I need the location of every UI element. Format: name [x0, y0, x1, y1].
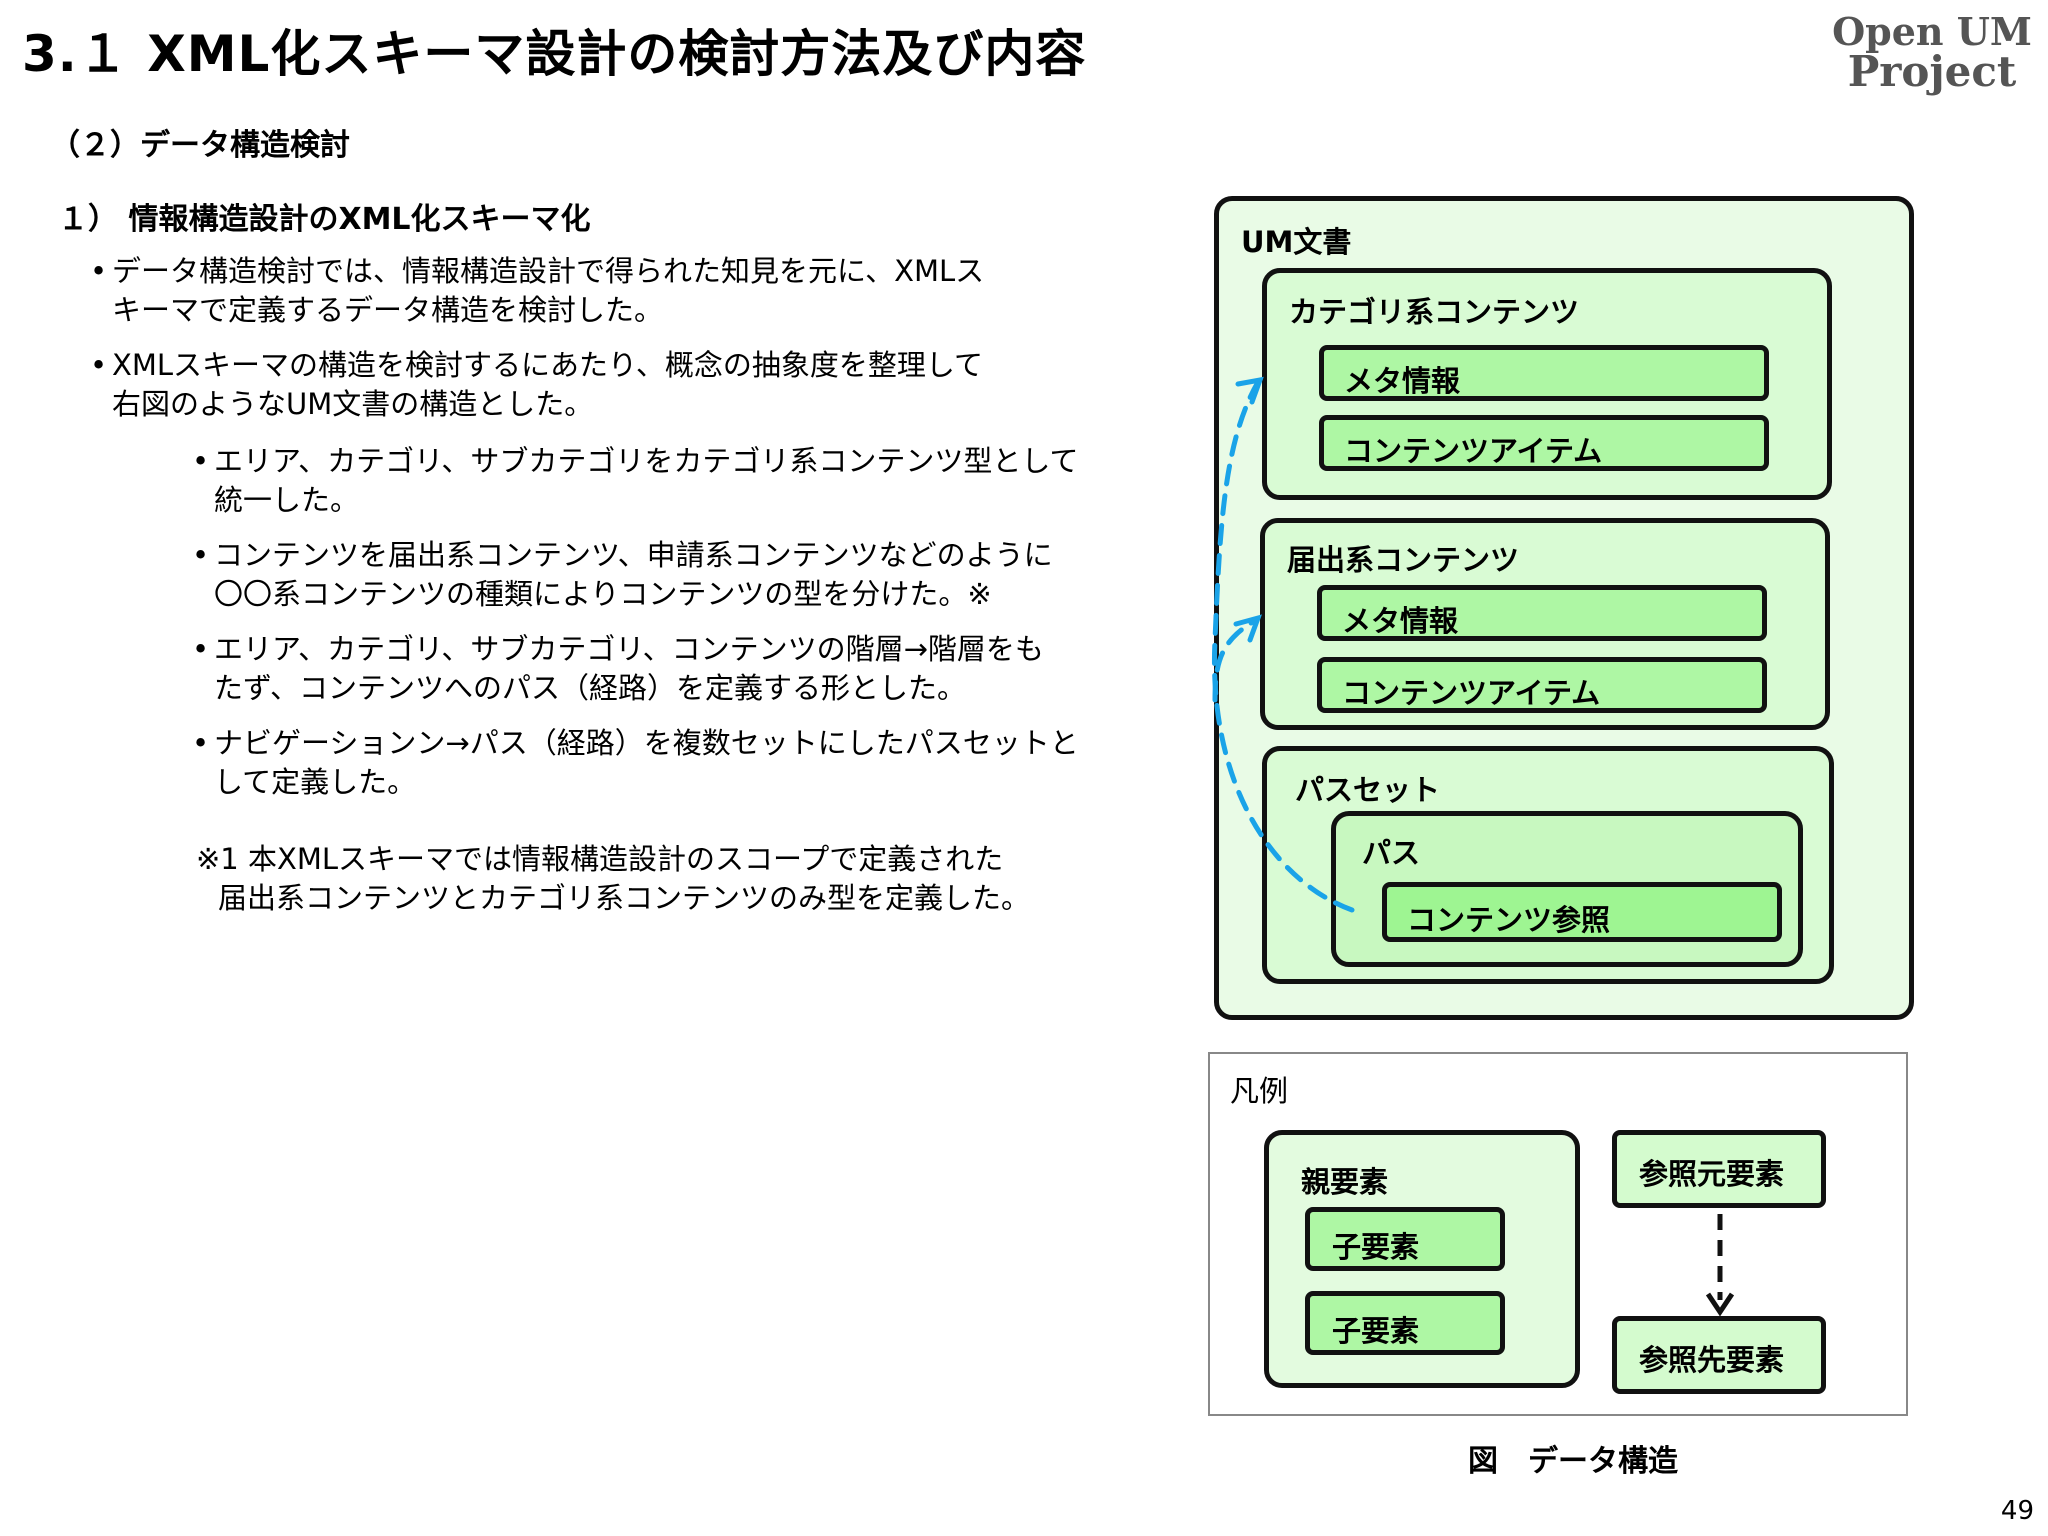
bullet-dot-icon: • — [192, 632, 210, 666]
path-box: パス コンテンツ参照 — [1331, 811, 1803, 967]
sub-bullet-item: • エリア、カテゴリ、サブカテゴリをカテゴリ系コンテンツ型として 統一した。 — [192, 444, 1079, 517]
open-um-project-logo: Open UM Project — [1832, 9, 2032, 96]
footnote: ※1 本XMLスキーマでは情報構造設計のスコープで定義された 届出系コンテンツと… — [196, 842, 1031, 915]
notification-contents-label: 届出系コンテンツ — [1287, 543, 1520, 577]
logo-line1: Open UM — [1832, 9, 2032, 54]
category-contents-label: カテゴリ系コンテンツ — [1289, 295, 1580, 329]
meta-info-label: メタ情報 — [1342, 604, 1459, 638]
subsection-heading: １） 情報構造設計のXML化スキーマ化 — [58, 202, 591, 237]
pathset-label: パスセット — [1295, 773, 1441, 807]
ref-arrow-to-category — [1211, 379, 1355, 913]
legend-child-label: 子要素 — [1332, 1230, 1420, 1264]
content-item-label: コンテンツアイテム — [1342, 676, 1601, 710]
content-ref-box: コンテンツ参照 — [1382, 882, 1782, 942]
meta-info-box: メタ情報 — [1317, 585, 1767, 641]
section-heading: （２）データ構造検討 — [50, 128, 350, 163]
content-ref-label: コンテンツ参照 — [1407, 903, 1611, 937]
logo-line2: Project — [1847, 47, 2017, 96]
content-item-box: コンテンツアイテム — [1319, 415, 1769, 471]
bullet-dot-icon: • — [90, 254, 108, 288]
bullet-item: • XMLスキーマの構造を検討するにあたり、概念の抽象度を整理して 右図のような… — [90, 348, 984, 421]
bullet-dot-icon: • — [90, 348, 108, 382]
legend-ref-source-label: 参照元要素 — [1639, 1157, 1785, 1191]
legend-box: 凡例 親要素 子要素 子要素 参照元要素 参照先要素 — [1208, 1052, 1908, 1416]
bullet-dot-icon: • — [192, 726, 210, 760]
arrowhead-icon — [1233, 614, 1262, 643]
page-title: 3.１ XML化スキーマ設計の検討方法及び内容 — [22, 25, 1087, 83]
bullet-dot-icon: • — [192, 538, 210, 572]
category-contents-box: カテゴリ系コンテンツ メタ情報 コンテンツアイテム — [1262, 268, 1832, 500]
legend-parent-box: 親要素 子要素 子要素 — [1264, 1130, 1580, 1388]
pathset-box: パスセット パス コンテンツ参照 — [1262, 746, 1834, 984]
sub-bullet-item: • コンテンツを届出系コンテンツ、申請系コンテンツなどのように 〇〇系コンテンツ… — [192, 538, 1053, 611]
content-item-label: コンテンツアイテム — [1344, 434, 1603, 468]
arrowhead-icon — [1235, 376, 1264, 405]
page-number: 49 — [2000, 1496, 2034, 1526]
um-document-label: UM文書 — [1241, 225, 1352, 259]
legend-child-box: 子要素 — [1305, 1291, 1505, 1355]
meta-info-label: メタ情報 — [1344, 364, 1461, 398]
ref-arrow-to-notification — [1212, 617, 1259, 703]
legend-title: 凡例 — [1230, 1074, 1289, 1108]
bullet-item: • データ構造検討では、情報構造設計で得られた知見を元に、XMLス キーマで定義… — [90, 254, 985, 327]
legend-child-box: 子要素 — [1305, 1207, 1505, 1271]
figure-caption: 図 データ構造 — [1468, 1444, 1678, 1479]
sub-bullet-item: • エリア、カテゴリ、サブカテゴリ、コンテンツの階層→階層をも たず、コンテンツ… — [192, 632, 1044, 705]
notification-contents-box: 届出系コンテンツ メタ情報 コンテンツアイテム — [1260, 518, 1830, 730]
bullet-dot-icon: • — [192, 444, 210, 478]
path-label: パス — [1362, 836, 1421, 870]
legend-ref-target-box: 参照先要素 — [1612, 1316, 1826, 1394]
content-item-box: コンテンツアイテム — [1317, 657, 1767, 713]
legend-reference-arrow — [1705, 1214, 1735, 1317]
meta-info-box: メタ情報 — [1319, 345, 1769, 401]
legend-ref-target-label: 参照先要素 — [1639, 1343, 1785, 1377]
legend-parent-label: 親要素 — [1301, 1165, 1389, 1199]
legend-child-label: 子要素 — [1332, 1314, 1420, 1348]
legend-ref-source-box: 参照元要素 — [1612, 1130, 1826, 1208]
arrowhead-icon — [1705, 1292, 1735, 1317]
sub-bullet-item: • ナビゲーションン→パス（経路）を複数セットにしたパスセットと して定義した。 — [192, 726, 1079, 799]
